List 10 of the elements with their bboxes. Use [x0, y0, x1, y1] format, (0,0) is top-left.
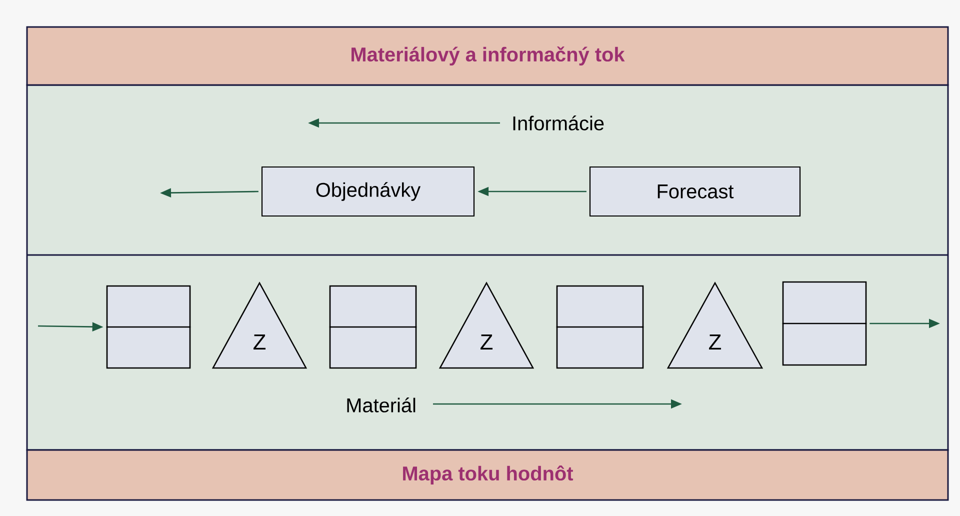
caption-band: Mapa toku hodnôt	[26, 449, 949, 501]
process-box	[329, 285, 417, 369]
process-box: Forecast	[589, 166, 801, 217]
process-box	[106, 285, 191, 369]
title-band: Materiálový a informačný tok	[26, 26, 949, 86]
process-box	[556, 285, 644, 369]
process-box	[782, 281, 867, 366]
process-box: Objednávky	[261, 166, 475, 217]
flow-label: Materiál	[347, 398, 416, 412]
flow-label: Informácie	[513, 116, 604, 130]
